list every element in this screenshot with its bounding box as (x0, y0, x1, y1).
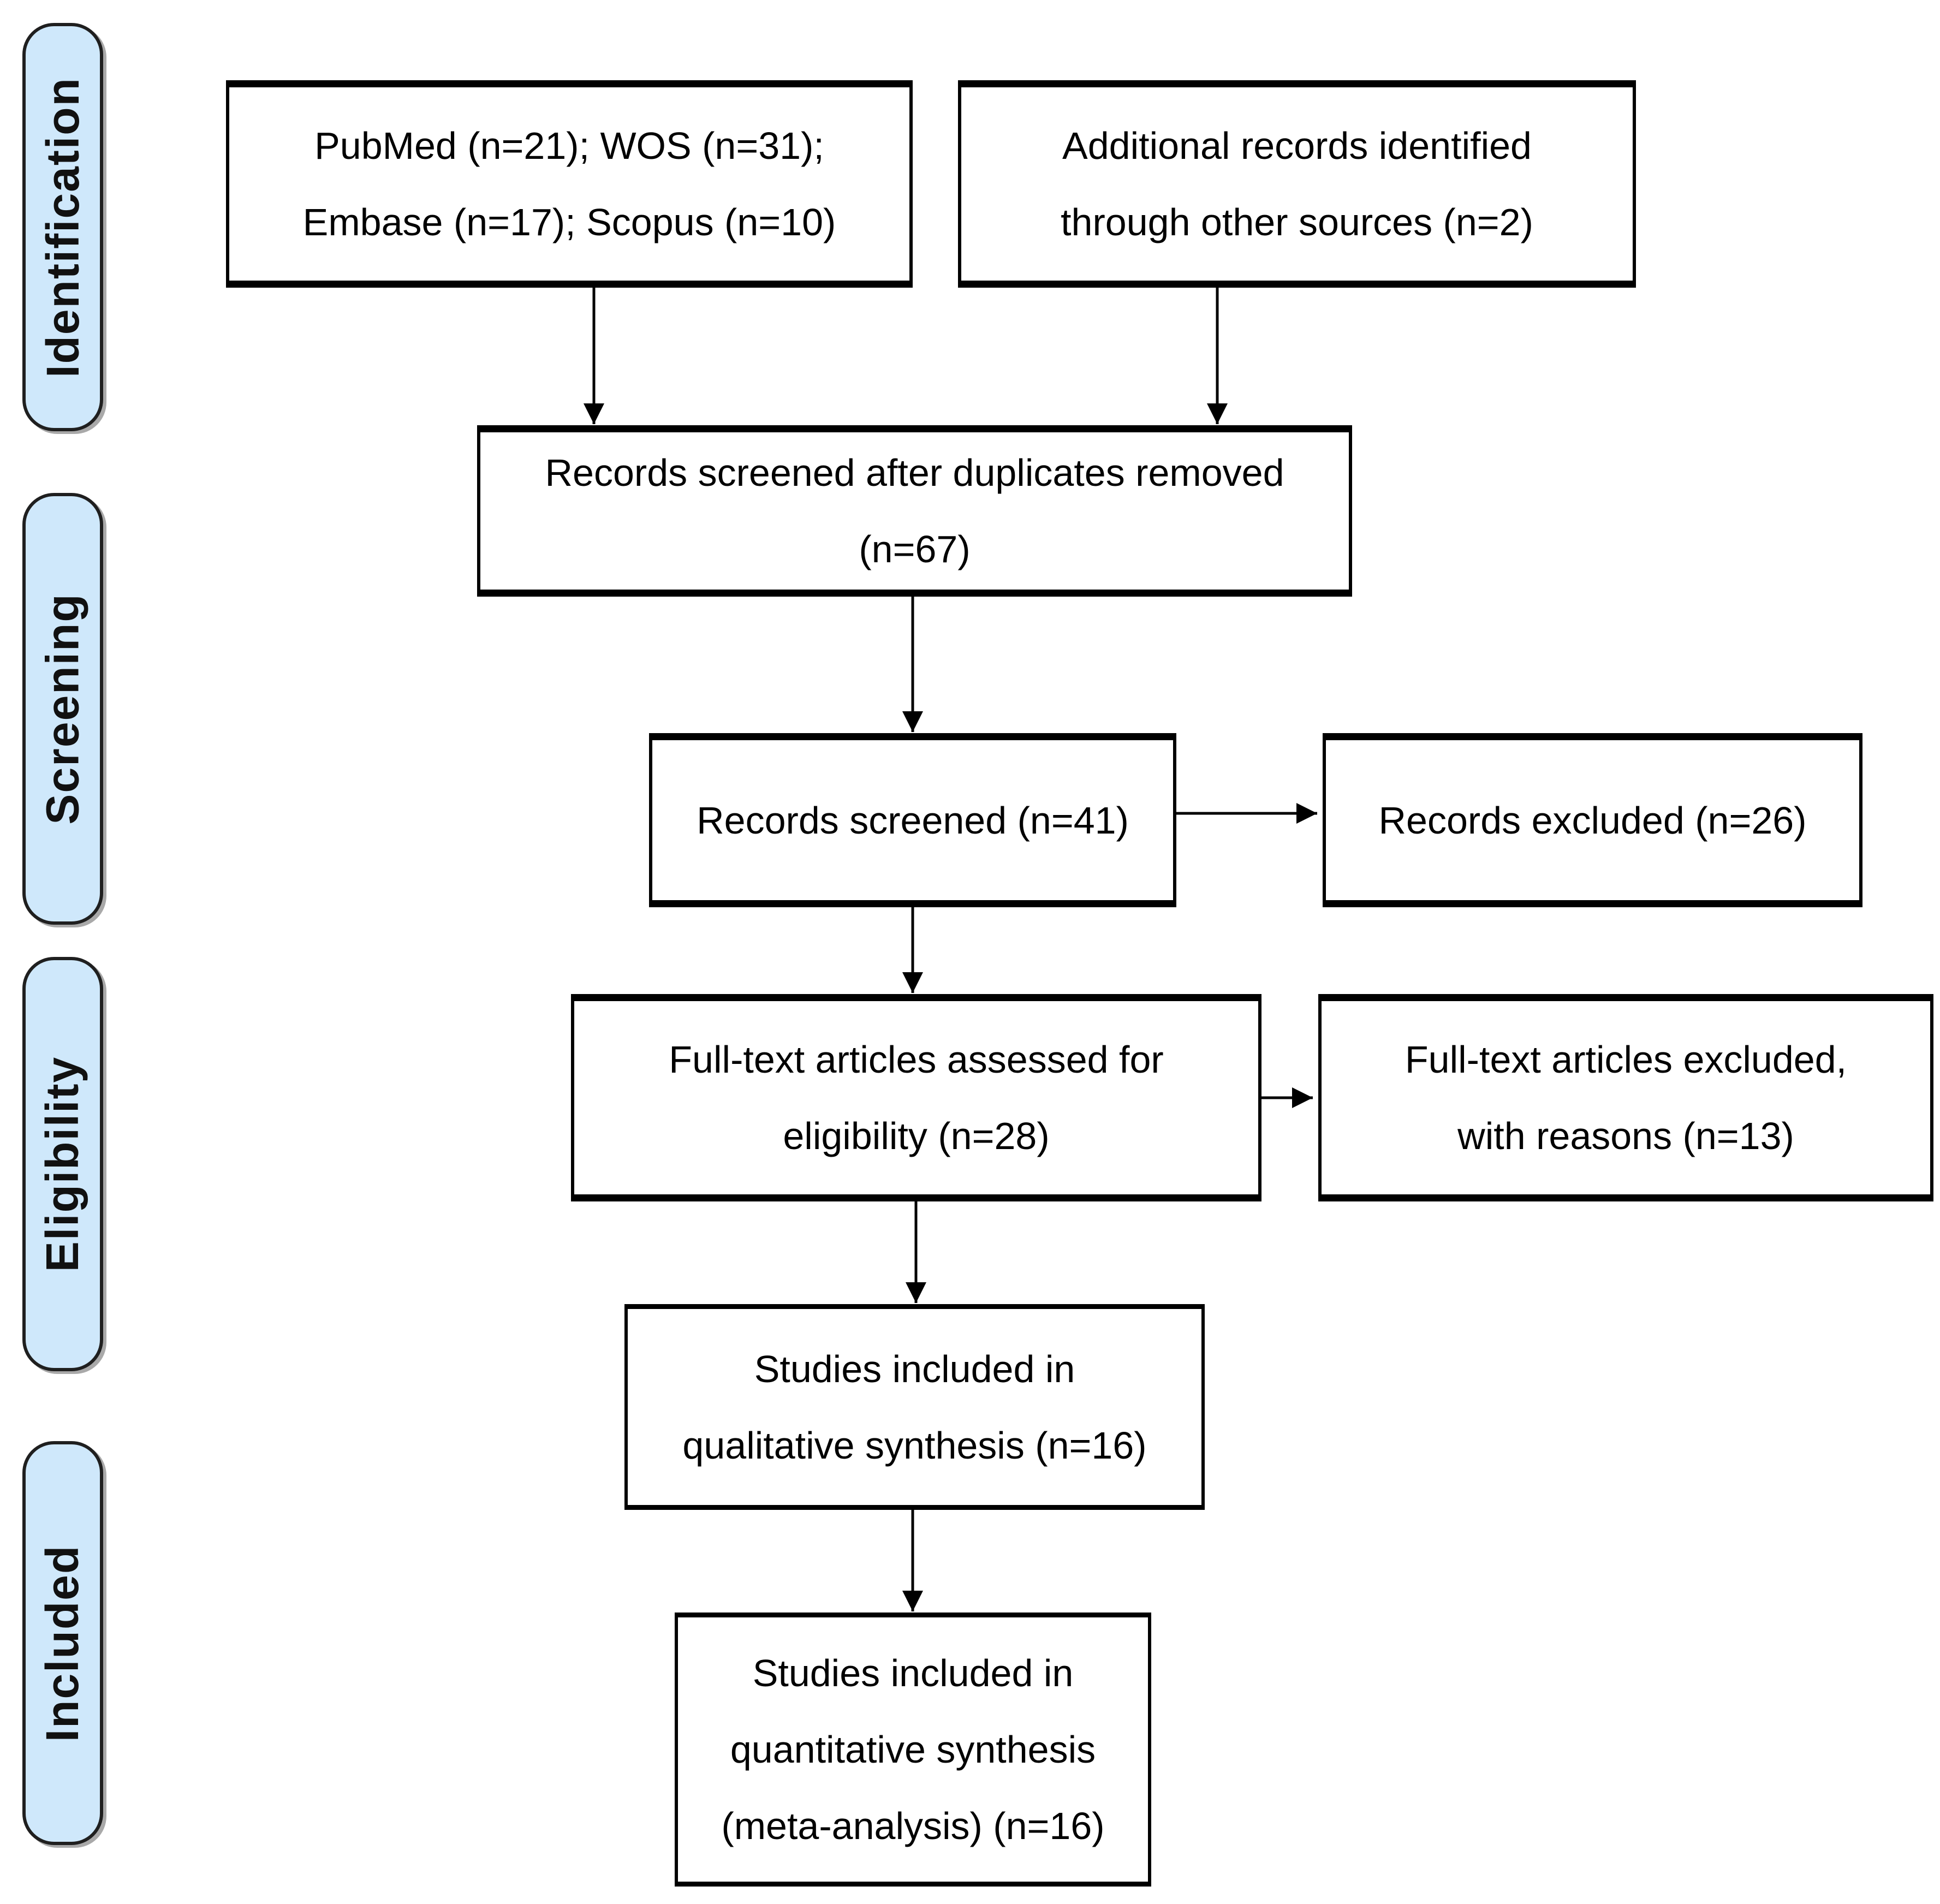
box-records-after-duplicates-removed: Records screened after duplicates remove… (477, 425, 1352, 597)
stage-label-screening: Screening (22, 493, 103, 925)
box-text-line: Full-text articles assessed for (669, 1038, 1164, 1081)
box-database-sources: PubMed (n=21); WOS (n=31); Embase (n=17)… (226, 80, 913, 288)
stage-label-identification: Identification (22, 23, 103, 431)
stage-label-text: Identification (37, 76, 88, 378)
box-records-excluded: Records excluded (n=26) (1323, 733, 1862, 907)
box-text-line: with reasons (n=13) (1457, 1115, 1794, 1157)
box-text-line: Embase (n=17); Scopus (n=10) (302, 201, 836, 243)
box-text-line: eligibility (n=28) (783, 1115, 1050, 1157)
stage-label-text: Included (37, 1544, 88, 1742)
box-text-line: qualitative synthesis (n=16) (682, 1424, 1147, 1467)
box-text-line: Full-text articles excluded, (1405, 1038, 1847, 1081)
box-text-line: through other sources (n=2) (1061, 201, 1533, 243)
stage-label-text: Screening (37, 593, 88, 825)
box-qualitative-synthesis: Studies included in qualitative synthesi… (624, 1304, 1205, 1510)
box-text-line: Additional records identified (1062, 124, 1532, 167)
stage-label-eligibility: Eligibility (22, 957, 103, 1371)
box-text-line: Records screened (n=41) (697, 799, 1129, 842)
box-text-line: (meta-analysis) (n=16) (721, 1805, 1105, 1847)
box-quantitative-synthesis: Studies included in quantitative synthes… (675, 1613, 1151, 1887)
box-additional-records: Additional records identified through ot… (958, 80, 1636, 288)
box-text-line: PubMed (n=21); WOS (n=31); (314, 124, 824, 167)
box-text-line: (n=67) (859, 528, 971, 570)
box-text-line: quantitative synthesis (730, 1728, 1096, 1771)
box-records-screened: Records screened (n=41) (649, 733, 1176, 907)
box-text-line: Studies included in (754, 1347, 1075, 1390)
box-fulltext-excluded: Full-text articles excluded, with reason… (1318, 994, 1933, 1201)
stage-label-text: Eligibility (37, 1056, 88, 1272)
box-text-line: Records excluded (n=26) (1378, 799, 1807, 842)
box-text-line: Records screened after duplicates remove… (545, 451, 1284, 494)
box-fulltext-assessed: Full-text articles assessed for eligibil… (571, 994, 1261, 1201)
box-text-line: Studies included in (752, 1652, 1074, 1694)
stage-label-included: Included (22, 1441, 103, 1845)
